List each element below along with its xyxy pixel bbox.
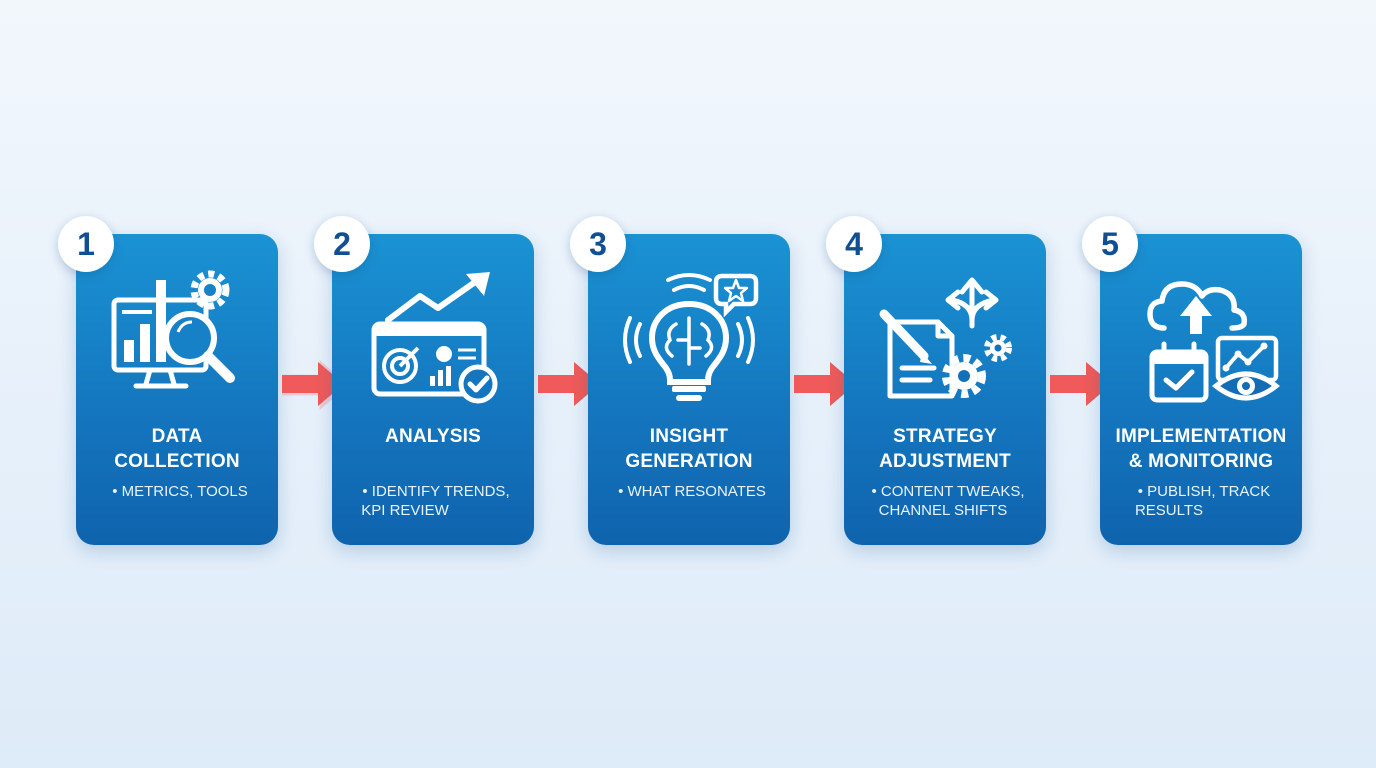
step-number-badge: 3 bbox=[570, 216, 626, 272]
step-number-badge: 2 bbox=[314, 216, 370, 272]
step-detail: • IDENTIFY TRENDS, KPI REVIEW bbox=[361, 483, 510, 519]
monitor-chart-magnifier-gear-icon bbox=[92, 268, 262, 408]
step-card-3: 3 bbox=[570, 216, 790, 545]
cloud-upload-calendar-chart-eye-icon bbox=[1116, 268, 1286, 408]
step-title: INSIGHT GENERATION bbox=[625, 426, 753, 472]
flow-arrow bbox=[534, 356, 608, 412]
step-title: DATA COLLECTION bbox=[114, 426, 240, 472]
step-title: IMPLEMENTATION & MONITORING bbox=[1115, 426, 1287, 472]
step-card-4: 4 bbox=[826, 216, 1046, 545]
flow-arrow bbox=[790, 356, 864, 412]
step-card-5: 5 IMPLEMENTATION bbox=[1082, 216, 1302, 545]
step-detail: • WHAT RESONATES bbox=[618, 483, 766, 500]
flow-arrow bbox=[1046, 356, 1120, 412]
step-card-1: 1 bbox=[58, 216, 278, 545]
step-number-badge: 4 bbox=[826, 216, 882, 272]
step-title: ANALYSIS bbox=[385, 426, 481, 447]
step-title: STRATEGY ADJUSTMENT bbox=[879, 426, 1011, 472]
trend-dashboard-target-check-icon bbox=[348, 268, 518, 408]
document-pencil-gears-arrows-icon bbox=[860, 268, 1030, 408]
step-number-badge: 1 bbox=[58, 216, 114, 272]
step-number-badge: 5 bbox=[1082, 216, 1138, 272]
lightbulb-brain-star-bubble-icon bbox=[604, 268, 774, 408]
step-card-2: 2 bbox=[314, 216, 534, 545]
step-detail: • PUBLISH, TRACK RESULTS bbox=[1134, 483, 1271, 519]
step-detail: • METRICS, TOOLS bbox=[112, 483, 248, 500]
step-detail: • CONTENT TWEAKS, CHANNEL SHIFTS bbox=[871, 483, 1025, 519]
